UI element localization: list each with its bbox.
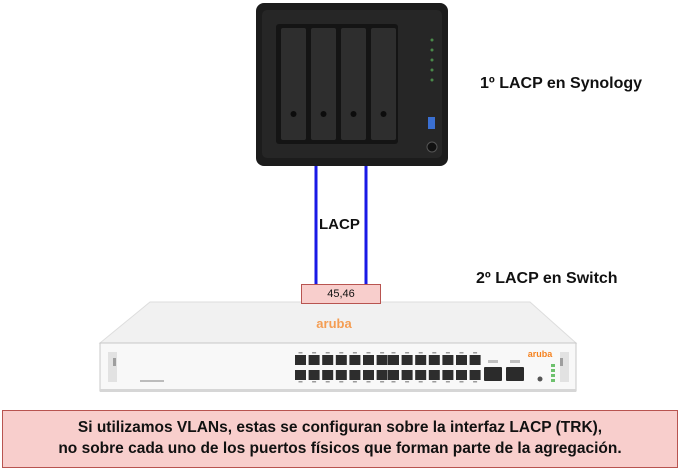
usb-port-icon [428, 117, 435, 129]
rj45-port [295, 355, 306, 365]
drive-bay [341, 28, 366, 140]
rj45-port [415, 370, 427, 380]
rj45-port [349, 370, 361, 380]
port-led [352, 381, 357, 383]
switch-ports-box: 45,46 [301, 284, 381, 304]
port-led [459, 352, 464, 354]
port-led [405, 381, 410, 383]
rj45-port [442, 370, 454, 380]
port-led [418, 381, 423, 383]
drive-bay [371, 28, 396, 140]
rj45-port [376, 355, 388, 365]
rj45-port [335, 355, 347, 365]
port-led [418, 352, 423, 354]
power-button-icon [426, 141, 438, 153]
rj45-port [415, 355, 427, 365]
rj45-port [469, 370, 481, 380]
port-led [339, 352, 344, 354]
port-led [325, 352, 330, 354]
port-led [298, 352, 303, 354]
port-led [312, 352, 317, 354]
port-led [366, 352, 371, 354]
note-line-2: no sobre cada uno de los puertos físicos… [58, 440, 622, 457]
rj45-port [322, 370, 334, 380]
port-led [405, 352, 410, 354]
rj45-port [308, 370, 320, 380]
switch-lacp-label: 2º LACP en Switch [476, 270, 618, 287]
rj45-port [388, 355, 399, 365]
rj45-port [388, 370, 399, 380]
port-led [391, 381, 396, 383]
rj45-port [442, 355, 454, 365]
nas-status-leds [430, 38, 434, 82]
rj45-port [363, 355, 374, 365]
port-led [473, 381, 478, 383]
drive-bay [311, 28, 336, 140]
rj45-port [322, 355, 334, 365]
rj45-port [428, 355, 440, 365]
port-led [352, 352, 357, 354]
rj45-port [349, 355, 361, 365]
switch-status-leds [551, 364, 555, 382]
port-led [312, 381, 317, 383]
port-led [432, 352, 437, 354]
port-led [380, 352, 385, 354]
reset-button-icon [537, 376, 543, 382]
front-brand-logo: aruba [528, 349, 554, 359]
port-led [325, 381, 330, 383]
note-line-1: Si utilizamos VLANs, estas se configuran… [77, 419, 603, 436]
rj45-port [401, 355, 413, 365]
lacp-link-label: LACP [319, 216, 360, 233]
aruba-switch-icon: aruba aruba [98, 301, 578, 392]
rj45-port [376, 370, 388, 380]
rj45-port [456, 355, 467, 365]
rj45-port [428, 370, 440, 380]
port-led [445, 352, 450, 354]
nas-lacp-label: 1º LACP en Synology [480, 75, 643, 92]
port-led [473, 352, 478, 354]
port-led [432, 381, 437, 383]
rj45-port [363, 370, 374, 380]
synology-nas-icon [256, 3, 448, 166]
sfp-ports [484, 360, 524, 381]
drive-bay [281, 28, 306, 140]
rj45-port [401, 370, 413, 380]
port-led [391, 352, 396, 354]
port-led [445, 381, 450, 383]
switch-ports [295, 352, 481, 383]
port-led [459, 381, 464, 383]
top-brand-logo: aruba [316, 316, 352, 331]
port-led [339, 381, 344, 383]
port-led [380, 381, 385, 383]
rj45-port [308, 355, 320, 365]
rj45-port [469, 355, 481, 365]
vlan-note-box: Si utilizamos VLANs, estas se configuran… [2, 410, 678, 468]
port-led [298, 381, 303, 383]
rj45-port [295, 370, 306, 380]
rj45-port [456, 370, 467, 380]
port-led [366, 381, 371, 383]
rj45-port [335, 370, 347, 380]
